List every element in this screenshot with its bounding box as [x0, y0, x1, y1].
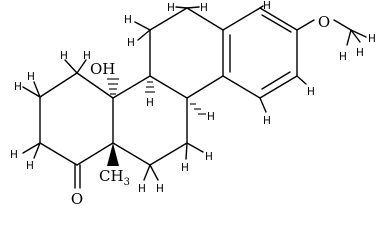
aromatic-double-bond — [261, 71, 291, 90]
bond — [33, 142, 41, 159]
h-label: H — [263, 115, 271, 127]
h-label: H — [205, 151, 213, 163]
bond — [186, 6, 200, 9]
bond — [186, 75, 224, 99]
h-label: H — [146, 97, 154, 109]
bond — [149, 164, 159, 181]
bond — [137, 29, 151, 41]
h-label: H — [156, 183, 164, 195]
h-label: H — [26, 160, 34, 172]
bond — [185, 142, 188, 160]
h-label: H — [207, 111, 215, 123]
h-label: H — [263, 0, 271, 12]
bond — [186, 142, 204, 153]
h-label: H — [27, 71, 35, 83]
bond — [76, 72, 114, 99]
bond — [22, 86, 41, 98]
bond — [296, 75, 307, 85]
h-label: H — [127, 37, 135, 49]
bond — [350, 29, 367, 38]
bond — [333, 19, 352, 31]
bond — [222, 7, 261, 31]
bond — [259, 97, 267, 113]
ketone-oxygen-label: O — [71, 190, 83, 208]
h-label: H — [181, 162, 189, 174]
bond — [350, 29, 361, 43]
hydroxyl-label: OH — [90, 60, 115, 78]
methoxy-group: O — [296, 13, 352, 31]
bond — [259, 75, 298, 99]
h-label: H — [356, 47, 364, 59]
bond — [259, 7, 298, 31]
methoxy-oxygen-label: O — [318, 13, 330, 31]
h-label: H — [83, 50, 91, 62]
bond — [76, 142, 114, 166]
ketone-group: O — [71, 164, 83, 208]
bond — [39, 72, 78, 98]
bond — [346, 29, 352, 46]
bond — [112, 75, 151, 99]
wedge-bond — [107, 143, 119, 166]
h-label: H — [124, 14, 132, 26]
h-label: H — [10, 149, 18, 161]
methyl-group: CH3 — [99, 143, 130, 188]
methyl-label: CH3 — [99, 167, 130, 188]
molecule-structure-diagram: O CH3 OH O H H H H H — [10, 0, 376, 208]
skeleton-bonds — [39, 7, 298, 166]
bond — [175, 6, 188, 9]
h-label: H — [339, 51, 347, 63]
h-label: H — [14, 81, 22, 93]
stereo-hydrogens: H H — [145, 81, 215, 123]
bond — [186, 7, 224, 31]
bond — [149, 7, 188, 31]
bond — [134, 21, 151, 31]
bond — [112, 142, 151, 166]
bond — [64, 59, 78, 74]
h-label: H — [368, 33, 376, 45]
bond — [222, 75, 261, 99]
aromatic-double-bond — [261, 14, 292, 33]
hydrogen-stubs: H H H H H H H H H H H H H H H — [10, 0, 376, 195]
hydroxyl-group: OH — [90, 60, 119, 95]
bond — [33, 81, 41, 98]
bond — [39, 142, 78, 166]
bond — [22, 142, 41, 154]
bond — [259, 5, 264, 9]
bond — [149, 75, 188, 99]
bond — [143, 164, 151, 181]
h-label: H — [138, 183, 146, 195]
bond — [149, 142, 188, 166]
bond — [76, 59, 87, 74]
bond — [296, 19, 315, 31]
h-label: H — [60, 50, 68, 62]
h-label: H — [200, 2, 208, 14]
h-label: H — [307, 86, 315, 98]
h-label: H — [167, 2, 175, 14]
